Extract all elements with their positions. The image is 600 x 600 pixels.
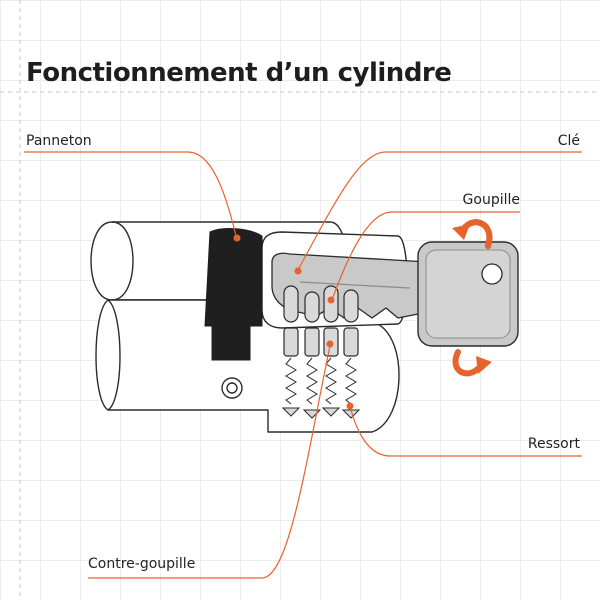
upper-pin <box>324 286 338 322</box>
arrow-head <box>452 224 470 240</box>
label-goupille: Goupille <box>463 192 520 208</box>
upper-pin <box>344 290 358 322</box>
label-panneton: Panneton <box>26 133 92 149</box>
upper-pin <box>305 292 319 322</box>
upper-pin <box>284 286 298 322</box>
lower-pin <box>284 328 298 356</box>
lower-pin <box>344 328 358 356</box>
key-bow <box>418 242 518 346</box>
label-ressort: Ressort <box>528 436 580 452</box>
lower-pin <box>305 328 319 356</box>
label-cle: Clé <box>558 133 580 149</box>
arrow-head <box>476 356 492 374</box>
label-contre-goupille: Contre-goupille <box>88 556 195 572</box>
key-hole <box>482 264 502 284</box>
